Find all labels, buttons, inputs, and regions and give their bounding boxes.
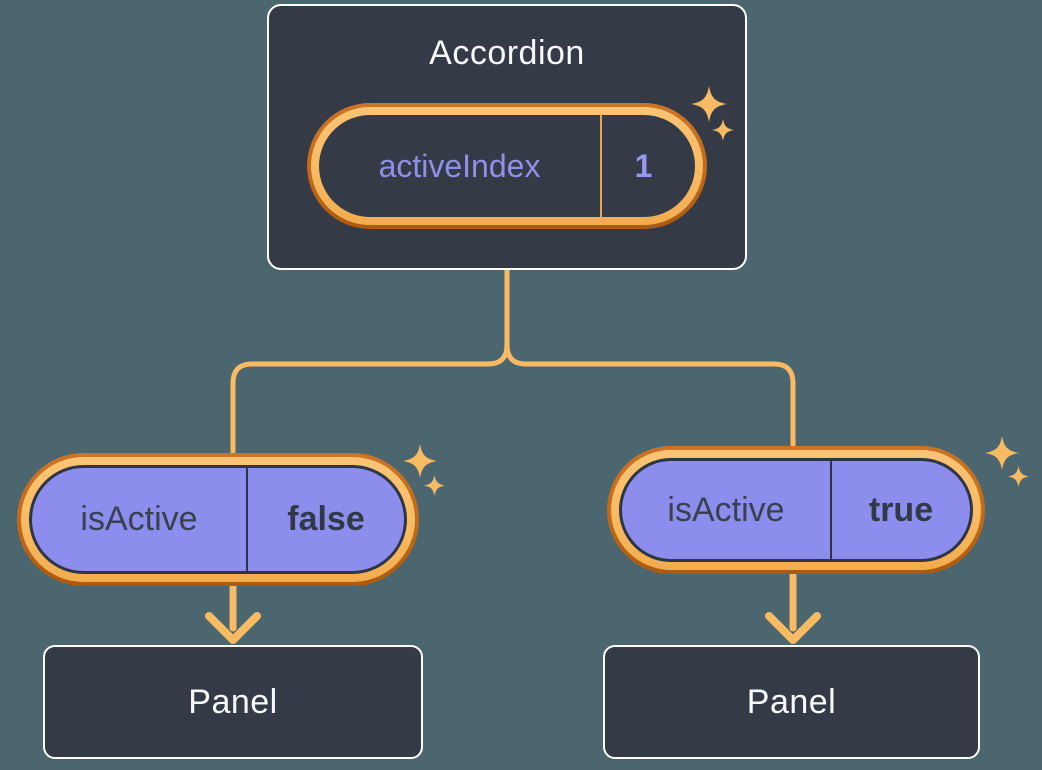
panel-title-right: Panel (746, 682, 837, 721)
branch-line-right (504, 270, 796, 448)
sparkle-icon (1008, 466, 1029, 487)
accordion-title: Accordion (429, 34, 585, 72)
sparkle-icon (691, 86, 727, 122)
prop-value-left: false (287, 500, 365, 538)
state-name: activeIndex (378, 147, 541, 184)
prop-pill-right-glow: isActive true (611, 450, 981, 570)
pill-divider (246, 468, 248, 571)
prop-pill-right: isActive true (607, 446, 985, 574)
state-pill-glow: activeIndex 1 (311, 107, 703, 225)
state-value: 1 (634, 147, 653, 184)
prop-name-right: isActive (667, 490, 785, 529)
prop-pill-left: isActive false (17, 453, 419, 586)
prop-value-right: true (868, 490, 934, 529)
pill-divider (830, 461, 832, 559)
pill-divider (600, 115, 602, 217)
panel-title-left: Panel (188, 682, 278, 721)
prop-pill-left-glow: isActive false (21, 457, 415, 582)
branch-line-left (230, 270, 510, 455)
sparkle-icon (985, 436, 1019, 470)
sparkle-icon (403, 444, 437, 478)
panel-node-right: Panel (603, 645, 980, 759)
arrow-left (205, 582, 261, 644)
sparkle-icon (712, 119, 734, 141)
arrow-right (765, 570, 821, 644)
prop-name-left: isActive (80, 500, 198, 538)
state-pill: activeIndex 1 (307, 103, 707, 229)
sparkle-icon (424, 475, 445, 496)
panel-node-left: Panel (43, 645, 423, 759)
